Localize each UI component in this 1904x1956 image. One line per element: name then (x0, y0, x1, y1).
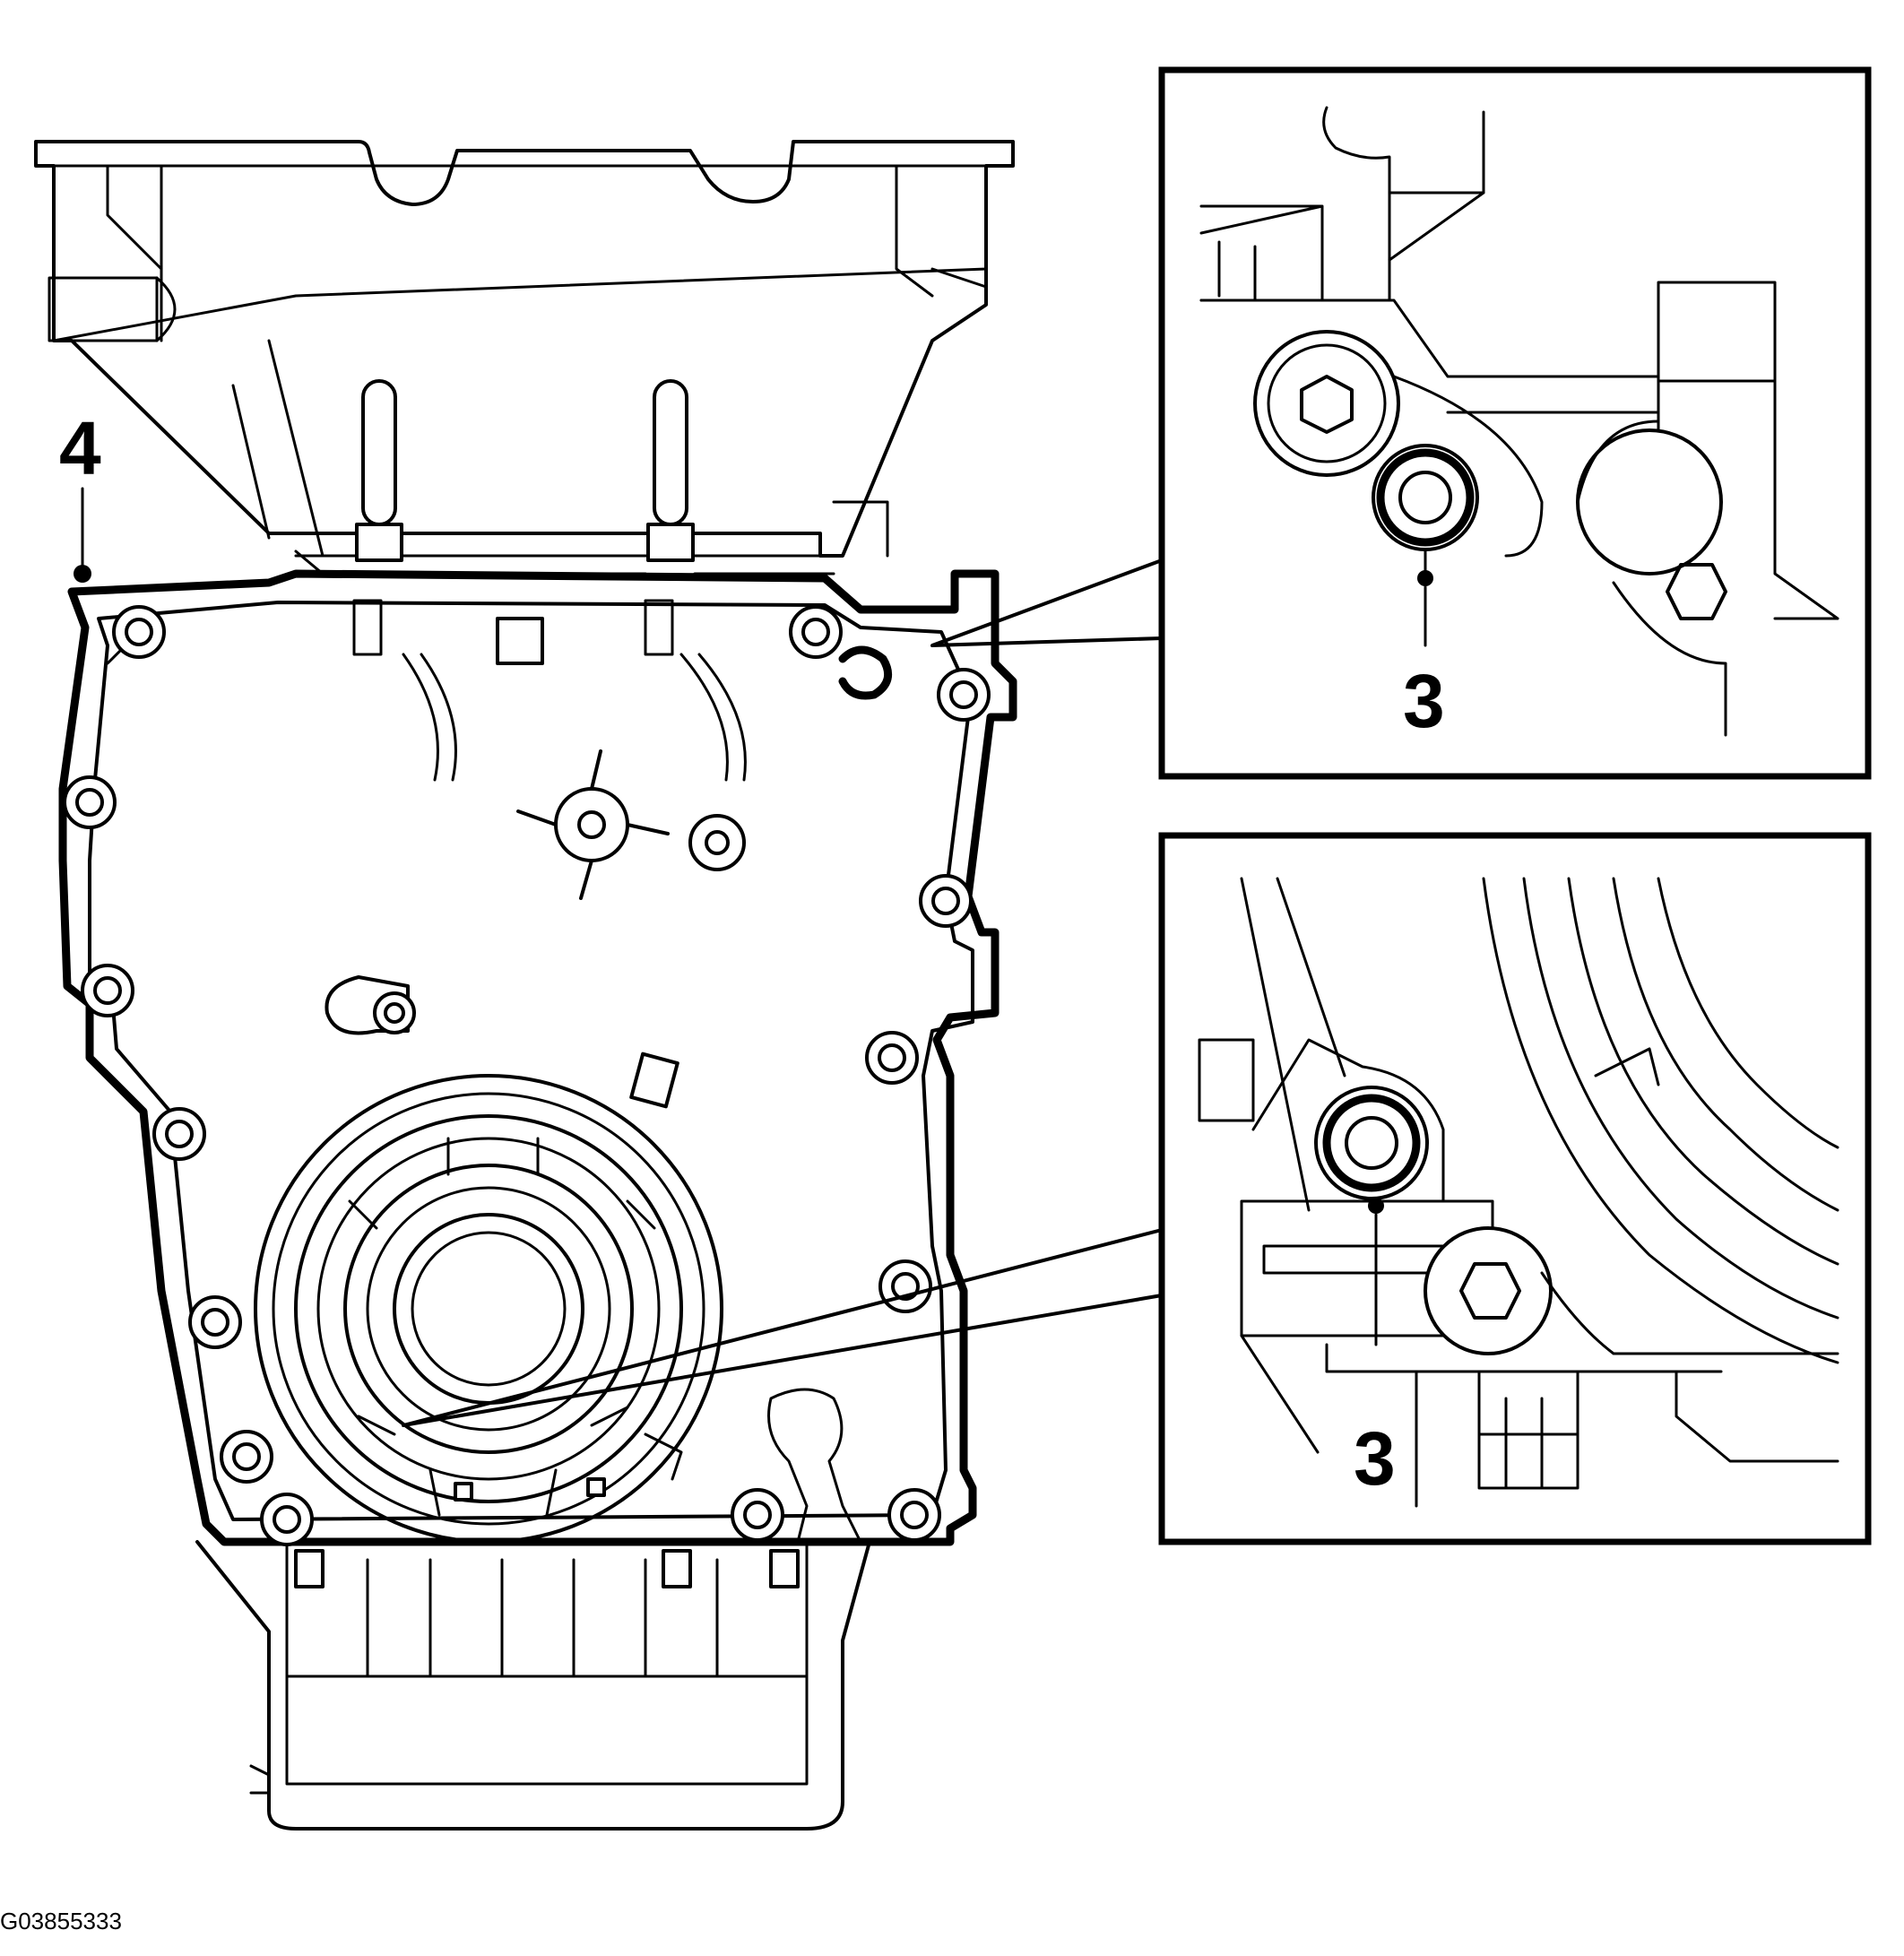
bolt (919, 874, 973, 928)
callout-label-3-top: 3 (1403, 659, 1445, 743)
bolt (731, 1488, 784, 1542)
bolt (152, 1107, 206, 1161)
callout-label-4: 4 (59, 406, 101, 490)
bolt (937, 668, 991, 722)
detail-box-top (1158, 66, 1872, 780)
callout-4-leader (74, 487, 91, 583)
cover-bolts (63, 605, 991, 1546)
bolt (81, 964, 134, 1017)
bolt (112, 605, 166, 659)
bolt (188, 1295, 242, 1349)
bolt (887, 1488, 941, 1542)
bolt (865, 1031, 919, 1085)
zoom-leader-bottom (402, 1228, 1164, 1427)
bolt (789, 605, 843, 659)
callout-label-3-bottom: 3 (1354, 1416, 1396, 1501)
bolt-hidden-3 (838, 645, 893, 700)
figure-id-label: G03855333 (0, 1908, 122, 1934)
front-cover (88, 599, 974, 1521)
bolt (220, 1430, 273, 1484)
bolt (878, 1259, 932, 1313)
bolt (260, 1493, 314, 1546)
bolt (63, 775, 117, 829)
oil-pan (195, 1388, 871, 1831)
front-cover-gasket (58, 569, 1017, 1546)
detail-box-bottom (1158, 832, 1872, 1545)
engine-block-upper (34, 140, 1015, 576)
crankshaft-seal-area (254, 1052, 723, 1544)
